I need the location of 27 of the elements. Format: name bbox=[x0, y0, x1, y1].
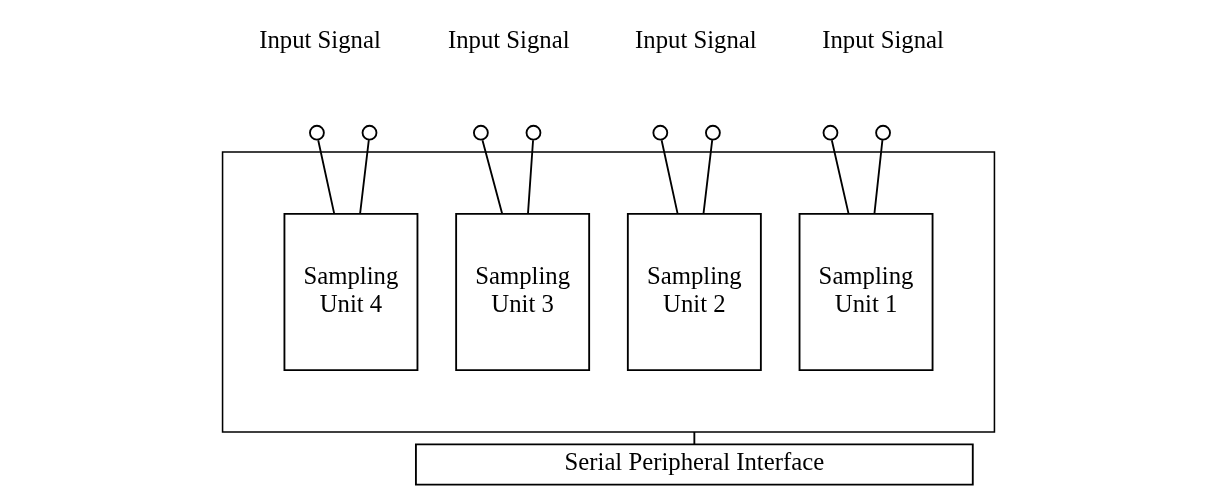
connector bbox=[702, 139, 713, 215]
node-circle bbox=[472, 124, 489, 141]
connector bbox=[660, 139, 679, 215]
node-circle bbox=[308, 124, 325, 141]
node-circle bbox=[704, 124, 721, 141]
cluster bbox=[221, 151, 995, 433]
node-box: Sampling Unit 2 bbox=[626, 213, 762, 372]
connector bbox=[692, 431, 695, 446]
node-circle bbox=[361, 124, 377, 141]
node-circle bbox=[874, 124, 891, 141]
node-box: Serial Peripheral Interface bbox=[414, 443, 974, 486]
connector bbox=[830, 139, 849, 215]
node-circle bbox=[651, 124, 668, 141]
label: Input Signal bbox=[447, 26, 570, 54]
connector bbox=[526, 139, 534, 215]
node-circle bbox=[525, 124, 541, 141]
connector bbox=[358, 139, 370, 215]
node-circle bbox=[822, 124, 838, 141]
label: Input Signal bbox=[634, 26, 757, 54]
label: Input Signal bbox=[821, 26, 944, 54]
connector bbox=[316, 139, 335, 215]
connector bbox=[873, 139, 883, 215]
node-box: Sampling Unit 3 bbox=[454, 213, 590, 372]
node-box: Sampling Unit 4 bbox=[283, 213, 418, 372]
label: Input Signal bbox=[258, 26, 381, 54]
node-box: Sampling Unit 1 bbox=[798, 213, 933, 372]
connector bbox=[481, 139, 503, 215]
